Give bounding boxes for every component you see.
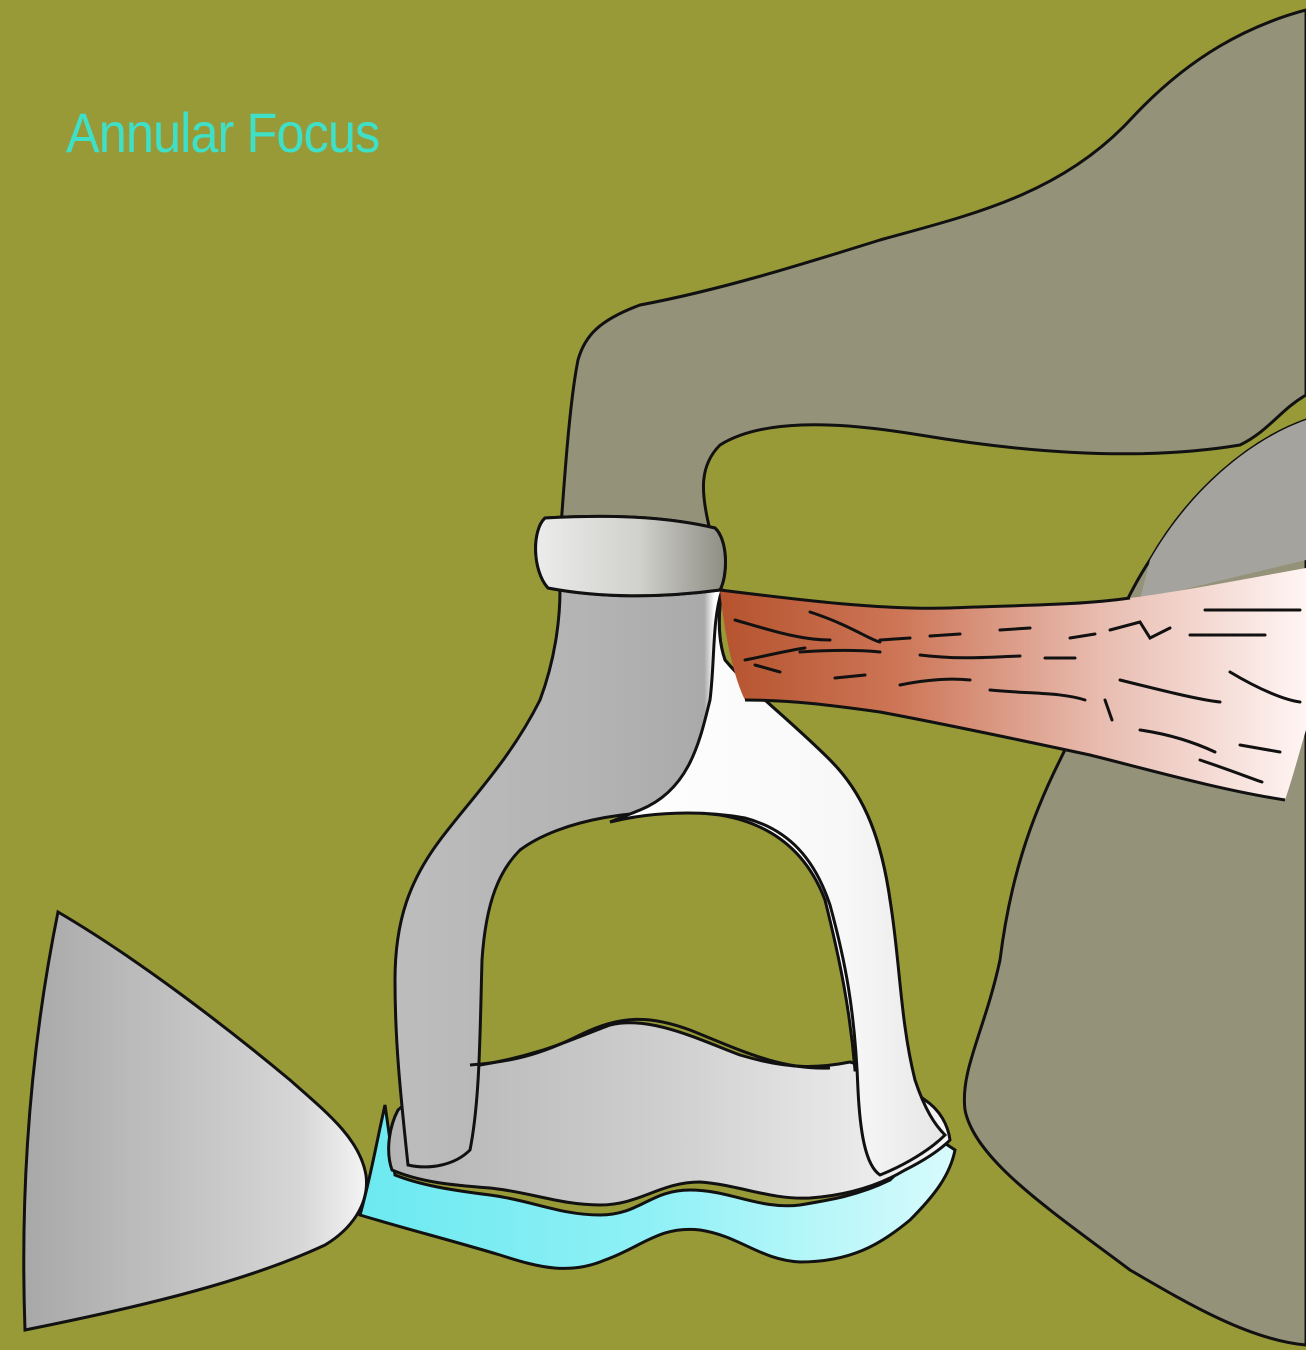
diagram-title: Annular Focus: [66, 100, 379, 165]
left-bone: [24, 912, 367, 1330]
upper-bone: [560, 10, 1306, 540]
stapes-head-ring-front: [536, 516, 726, 595]
